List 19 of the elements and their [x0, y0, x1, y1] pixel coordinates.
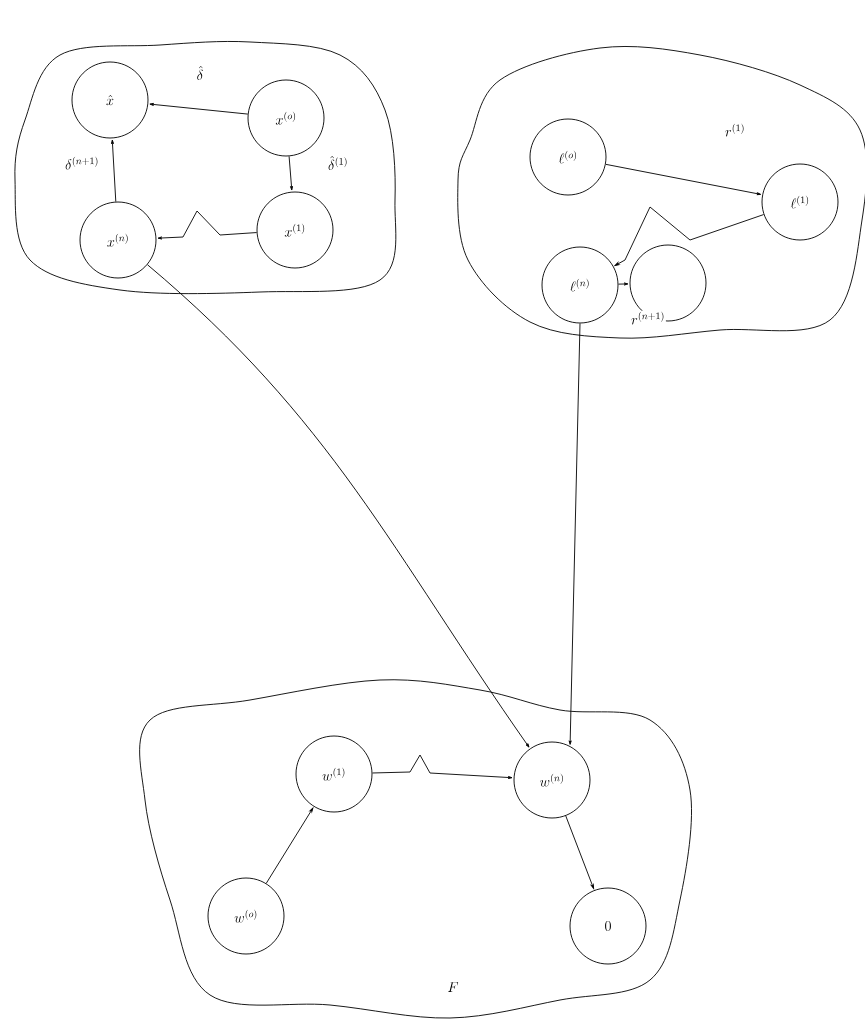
arrow [288, 155, 293, 191]
arrow [565, 815, 595, 890]
arrow [149, 102, 249, 115]
arrow [147, 264, 530, 748]
arrow [372, 754, 513, 779]
arrow [568, 323, 581, 745]
arrow [605, 163, 762, 196]
edge-label: $\hat{\delta}^{(1)}$ [328, 156, 347, 171]
region-outline [457, 46, 865, 339]
edge-label: $\hat{\delta}$ [197, 66, 203, 81]
arrow [618, 282, 629, 286]
region-outline [14, 41, 397, 295]
edge-label: $\delta^{(n+1)}$ [65, 156, 98, 170]
arrow [157, 210, 258, 240]
edge-label: $r^{(n+1)}$ [631, 311, 664, 325]
arrow [614, 206, 765, 266]
arrow [111, 139, 117, 203]
arrow [265, 807, 314, 884]
edge-label: $r^{(1)}$ [725, 123, 744, 137]
